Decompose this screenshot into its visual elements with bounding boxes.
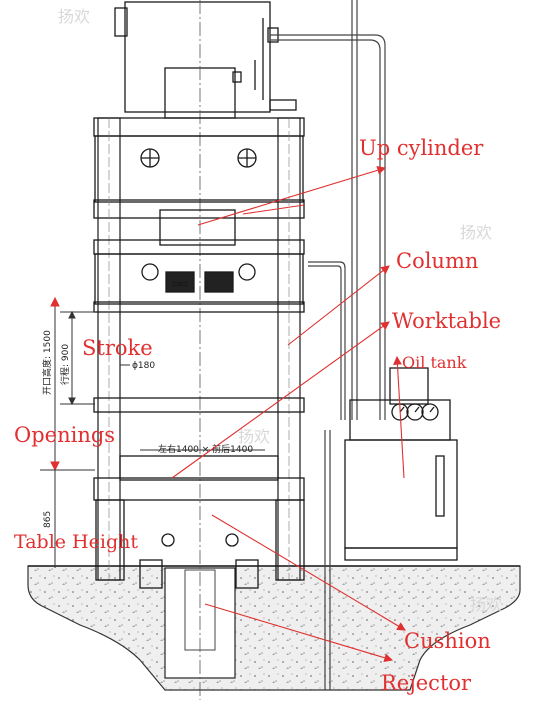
- label-openings: Openings: [14, 423, 115, 447]
- top-crosshead: [93, 117, 305, 246]
- watermark-3: 扬欢: [238, 427, 270, 446]
- label-cushion: Cushion: [404, 629, 491, 653]
- svg-text:▬▬: ▬▬: [172, 279, 187, 288]
- label-oil-tank: Oil tank: [402, 353, 467, 372]
- watermark-1: 扬欢: [58, 7, 90, 26]
- table-height-value: 865: [43, 511, 53, 528]
- label-up-cylinder: Up cylinder: [359, 136, 484, 160]
- label-column: Column: [396, 249, 478, 273]
- table-size-value: 左右1400 × 前后1400: [158, 443, 253, 455]
- label-rejector: Rejector: [381, 671, 472, 695]
- stroke-dimension: [60, 310, 130, 406]
- watermark-4: 扬欢: [470, 595, 502, 614]
- watermark-2: 扬欢: [460, 223, 492, 242]
- opening-height-value: 开口高度: 1500: [41, 330, 53, 395]
- ram-diameter-value: ϕ180: [132, 361, 155, 371]
- opening-dimension: [40, 296, 265, 568]
- worktable: [93, 455, 305, 589]
- label-worktable: Worktable: [392, 309, 501, 333]
- label-stroke: Stroke: [82, 336, 153, 360]
- lower-beam: [93, 397, 305, 413]
- label-table-height: Table Height: [14, 531, 138, 553]
- stroke-length-value: 行程: 900: [59, 344, 71, 385]
- hydraulic-pipes: [270, 0, 386, 690]
- oil-tank: [344, 367, 458, 561]
- moving-slide: ▬▬: [93, 239, 305, 313]
- leader-lines: [171, 166, 406, 663]
